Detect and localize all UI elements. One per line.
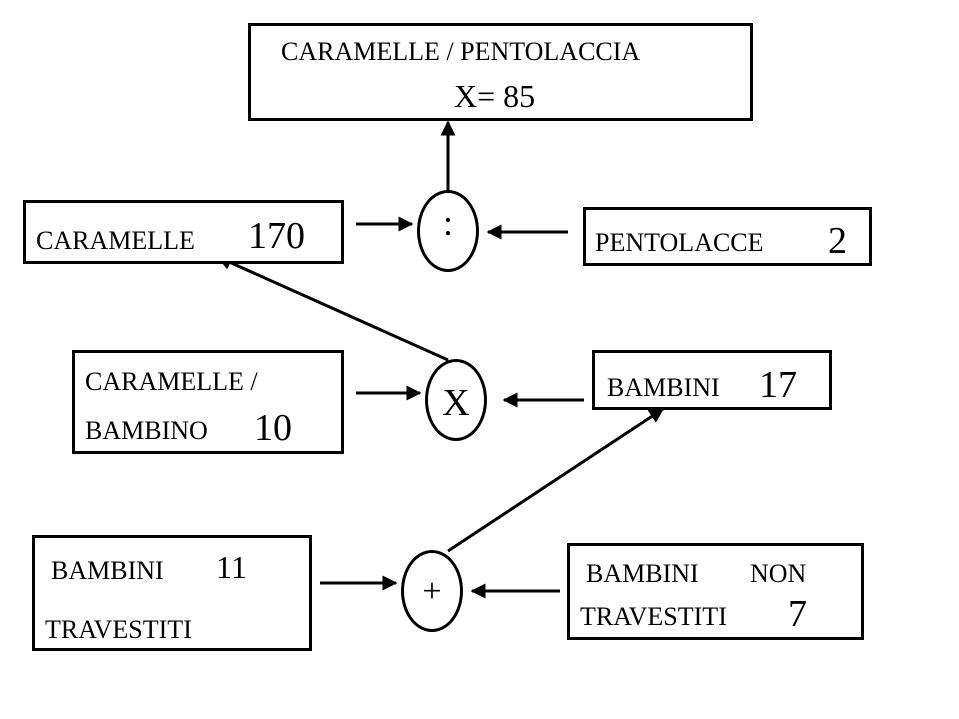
bambini-travestiti-value: 11 [216, 549, 247, 585]
bambini-travestiti-label-line1: BAMBINI [51, 556, 164, 585]
result-value: X= 85 [454, 78, 536, 114]
caramelle-per-bambino-value: 10 [254, 407, 292, 449]
bambini-travestiti-label-line2: TRAVESTITI [45, 615, 192, 644]
bambini-travestiti-box: BAMBINI 11 TRAVESTITI [32, 535, 312, 651]
caramelle-per-bambino-label-line2: BAMBINO [85, 416, 208, 445]
pentolacce-value: 2 [828, 220, 847, 262]
multiply-operator: X [425, 359, 487, 441]
caramelle-total-label: CARAMELLE [36, 226, 195, 255]
divide-operator: : [417, 190, 479, 272]
caramelle-total-box: CARAMELLE 170 [23, 200, 344, 264]
bambini-non-travestiti-box: BAMBINI NON TRAVESTITI 7 [567, 543, 864, 640]
caramelle-per-bambino-box: CARAMELLE / BAMBINO 10 [72, 350, 344, 454]
add-operator: + [401, 550, 463, 632]
multiply-symbol: X [442, 382, 470, 424]
result-label: CARAMELLE / PENTOLACCIA [281, 37, 641, 66]
bambini-total-value: 17 [759, 364, 797, 406]
bambini-non-travestiti-label-non: NON [750, 559, 807, 588]
pentolacce-box: PENTOLACCE 2 [583, 207, 872, 266]
caramelle-per-bambino-label-line1: CARAMELLE / [85, 367, 258, 396]
arrow-add-to-bambini [447, 407, 665, 553]
bambini-total-label: BAMBINI [607, 373, 720, 402]
add-symbol: + [422, 573, 442, 610]
bambini-total-box: BAMBINI 17 [592, 350, 832, 410]
bambini-non-travestiti-value: 7 [788, 593, 807, 635]
caramelle-total-value: 170 [248, 215, 305, 257]
result-box: CARAMELLE / PENTOLACCIA X= 85 [248, 23, 753, 121]
divide-symbol: : [442, 203, 453, 243]
pentolacce-label: PENTOLACCE [595, 228, 764, 257]
bambini-non-travestiti-label-line2: TRAVESTITI [580, 602, 727, 631]
arrow-multiply-to-caramelle [216, 255, 449, 362]
bambini-non-travestiti-label-line1: BAMBINI [586, 559, 699, 588]
